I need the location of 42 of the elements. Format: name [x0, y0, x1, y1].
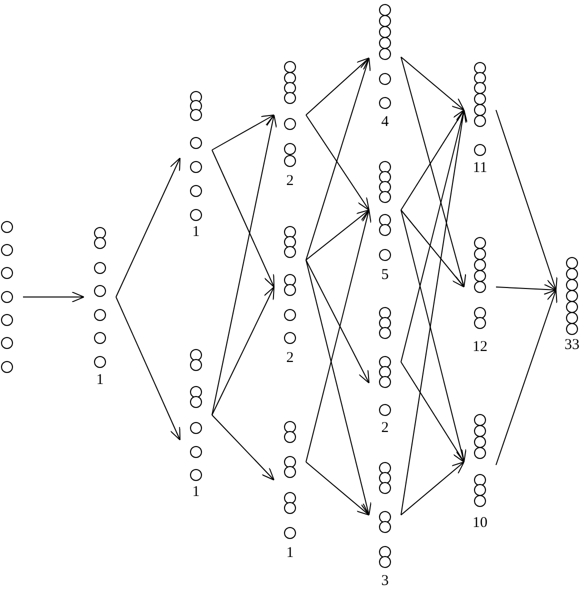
arrow [400, 110, 464, 210]
arrow [496, 110, 558, 290]
arrow [400, 462, 464, 516]
arrow [306, 210, 372, 462]
arrow [400, 56, 466, 288]
count-label: 1 [285, 546, 295, 560]
arrow [306, 260, 372, 516]
count-label: 33 [564, 338, 580, 352]
count-label: 1 [95, 372, 105, 388]
arrow [212, 286, 274, 416]
arrow [400, 110, 466, 362]
arrow [212, 150, 274, 288]
arrow [306, 260, 370, 384]
arrow [400, 210, 464, 288]
count-label: 2 [285, 350, 295, 366]
count-label: 3 [380, 574, 390, 588]
count-label: 1 [191, 484, 201, 500]
arrow [400, 110, 468, 516]
arrow [22, 292, 84, 302]
count-label: 12 [472, 340, 488, 354]
count-label: 2 [285, 174, 295, 188]
arrow [212, 114, 274, 150]
arrow [306, 114, 370, 210]
arrow [306, 462, 370, 516]
arrow [212, 414, 274, 480]
count-label: 4 [380, 114, 390, 130]
arrow [400, 56, 464, 110]
count-label: 2 [380, 420, 390, 436]
count-label: 5 [380, 268, 390, 282]
arrow [306, 210, 370, 260]
arrow [496, 290, 558, 466]
count-label: 1 [191, 224, 201, 240]
arrow [116, 158, 180, 298]
arrow [400, 210, 466, 462]
arrow [116, 296, 180, 440]
arrow [496, 284, 556, 295]
count-label: 10 [472, 516, 488, 530]
arrow [400, 362, 464, 462]
arrow [306, 58, 371, 260]
arrow [212, 114, 277, 416]
count-label: 11 [472, 160, 488, 176]
arrow [306, 58, 370, 116]
